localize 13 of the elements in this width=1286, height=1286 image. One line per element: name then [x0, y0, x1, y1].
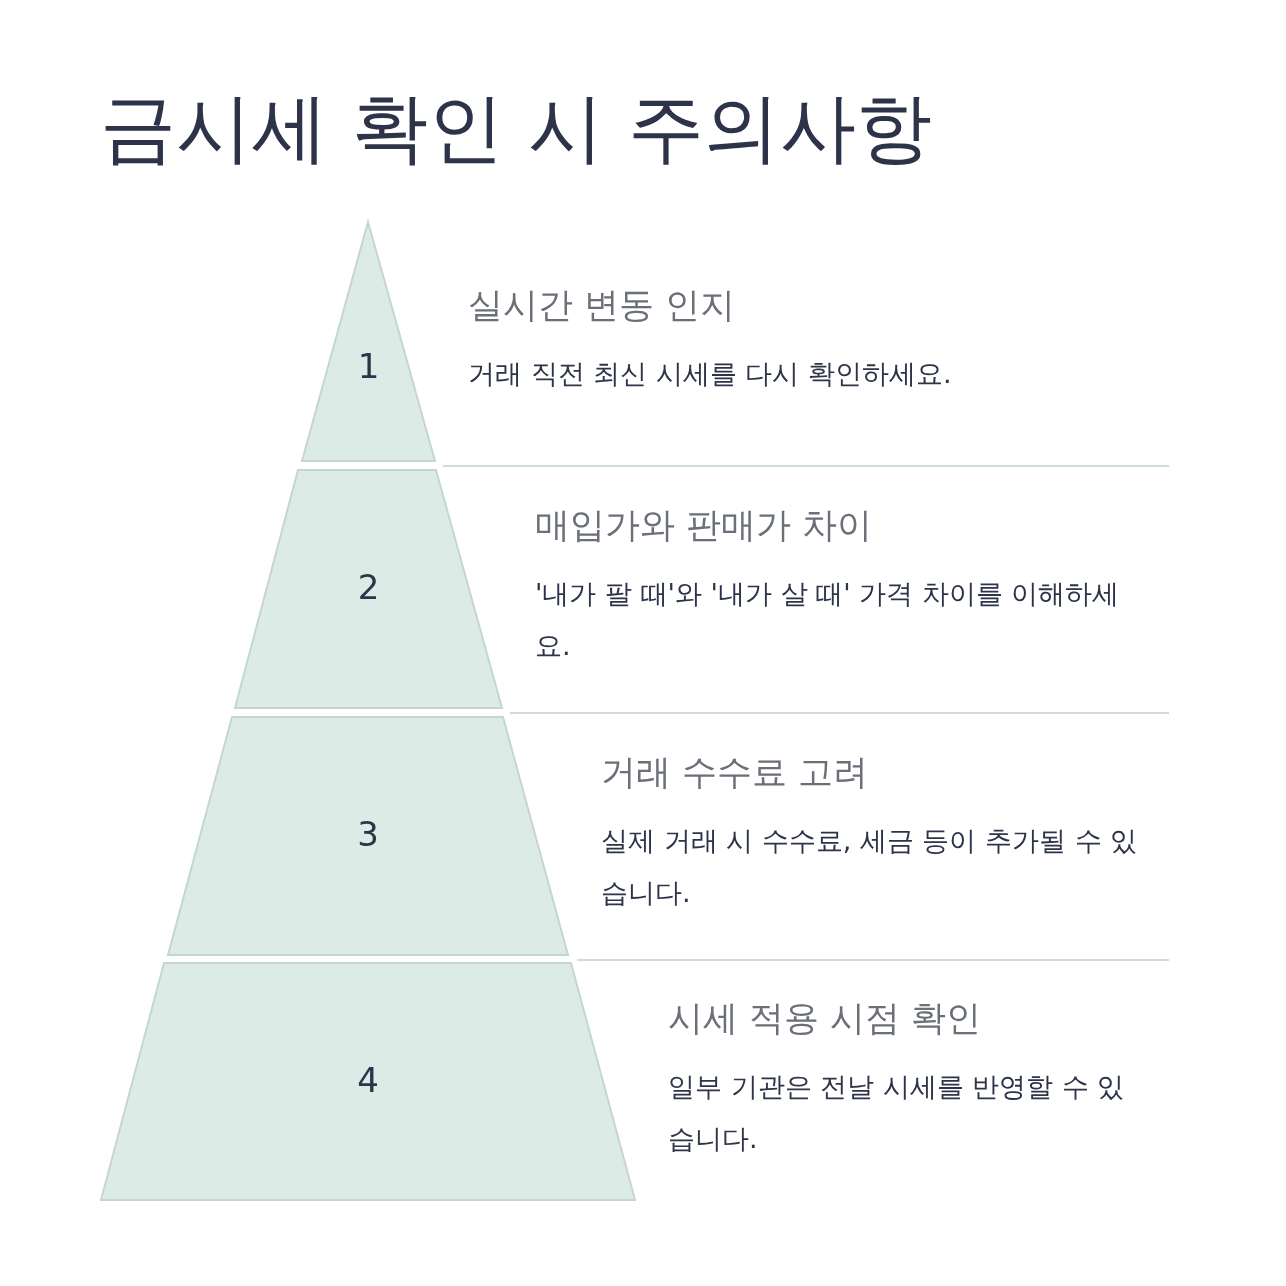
step-number: 2 [356, 567, 381, 607]
step-description: 거래 직전 최신 시세를 다시 확인하세요. [468, 357, 953, 391]
title: 금시세 확인 시 주의사항 [100, 82, 933, 174]
step-heading: 거래 수수료 고려 [601, 751, 869, 794]
step-heading: 시세 적용 시점 확인 [668, 997, 982, 1040]
step-description: '내가 팔 때'와 '내가 살 때' 가격 차이를 이해하세요. [535, 577, 1121, 663]
step-heading: 실시간 변동 인지 [468, 284, 736, 327]
step-description: 일부 기관은 전날 시세를 반영할 수 있습니다. [668, 1070, 1126, 1156]
step-heading: 매입가와 판매가 차이 [535, 504, 873, 547]
step-number: 3 [356, 814, 380, 854]
step-description: 실제 거래 시 수수료, 세금 등이 추가될 수 있습니다. [601, 824, 1139, 910]
step-number: 4 [356, 1059, 380, 1100]
step-number: 1 [356, 345, 381, 386]
